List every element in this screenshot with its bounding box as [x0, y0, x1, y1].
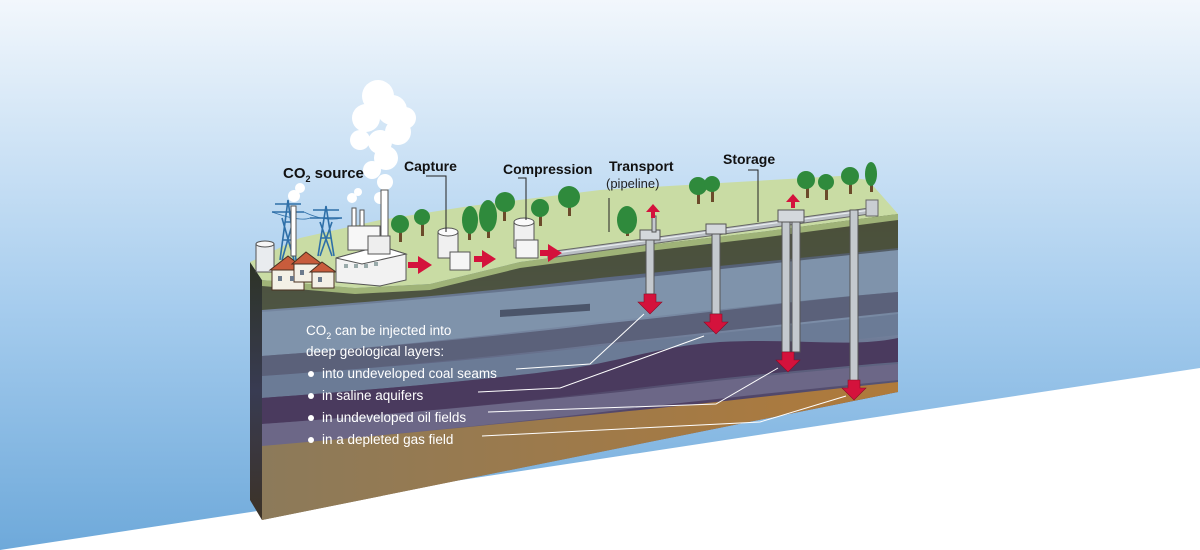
label-transport-text: Transport — [609, 158, 674, 174]
stratum-blue-upper — [262, 250, 898, 356]
tree — [531, 199, 549, 226]
list-item-text: into undeveloped coal seams — [322, 366, 497, 381]
stratum-lower-purple — [262, 364, 898, 446]
tree — [414, 209, 430, 236]
injection-arrow — [637, 293, 663, 315]
chimney — [290, 205, 297, 257]
label-co2-source-sub: 2 — [305, 174, 311, 184]
storage-tank-left — [255, 240, 275, 273]
info-leader-lines — [477, 313, 847, 437]
list-item: into undeveloped coal seams — [306, 363, 497, 385]
info-line-1-pre: CO — [306, 323, 327, 338]
tree — [479, 200, 497, 238]
flow-arrows — [408, 244, 562, 274]
houses — [268, 251, 338, 291]
tree — [462, 206, 478, 240]
stratum-coal — [262, 292, 898, 376]
label-transport-sub: (pipeline) — [606, 176, 659, 191]
tree — [704, 176, 720, 202]
list-item: in undeveloped oil fields — [306, 407, 497, 429]
ground-surface — [250, 176, 898, 288]
leader-lines — [426, 169, 759, 232]
label-co2-source-pre: CO — [283, 165, 306, 182]
list-item-text: in saline aquifers — [322, 388, 424, 403]
power-plant — [335, 225, 408, 287]
label-storage-text: Storage — [723, 151, 776, 167]
info-line-2: deep geological layers: — [306, 344, 445, 359]
info-line-1-post: can be injected into — [331, 323, 452, 338]
flow-arrow — [408, 256, 432, 274]
tree — [797, 171, 815, 198]
trees — [391, 162, 877, 242]
tree — [495, 192, 515, 221]
label-capture: Capture — [404, 158, 457, 174]
info-text-block: CO2 can be injected into deep geological… — [306, 321, 497, 451]
label-co2-source: CO2 source — [283, 165, 364, 184]
flow-arrow — [540, 244, 562, 262]
list-item: in saline aquifers — [306, 385, 497, 407]
tree — [865, 162, 877, 192]
list-item: in a depleted gas field — [306, 429, 497, 451]
underground-block — [250, 214, 898, 520]
storage-options-list: into undeveloped coal seams in saline aq… — [306, 363, 497, 451]
well-gas — [849, 209, 859, 383]
label-transport: Transport — [609, 158, 674, 174]
tree — [818, 174, 834, 200]
stratum-gas — [262, 382, 898, 520]
small-steam — [288, 183, 362, 203]
upward-arrows — [646, 194, 800, 218]
well-coal — [639, 215, 661, 295]
tree — [391, 215, 409, 242]
label-capture-text: Capture — [404, 158, 457, 174]
label-storage: Storage — [723, 151, 775, 167]
flow-arrow — [474, 250, 496, 268]
steam-cloud — [350, 80, 416, 204]
info-line-1-sub: 2 — [326, 331, 332, 341]
list-item-text: in undeveloped oil fields — [322, 410, 467, 425]
bullet-icon — [308, 371, 314, 377]
bullet-icon — [308, 437, 314, 443]
list-item-text: in a depleted gas field — [322, 432, 454, 447]
compression-unit — [513, 217, 539, 259]
info-line-1: CO2 can be injected into — [306, 321, 497, 342]
label-compression-text: Compression — [503, 161, 593, 177]
label-transport-sub-text: (pipeline) — [606, 176, 660, 191]
injection-arrows — [637, 293, 867, 401]
coal-seam-streak — [500, 303, 590, 318]
up-arrow — [646, 204, 660, 218]
injection-arrow — [841, 379, 867, 401]
tree — [558, 186, 580, 216]
capture-unit — [437, 227, 471, 271]
block-left-side — [250, 262, 262, 520]
tree — [689, 177, 707, 204]
injection-arrow — [703, 313, 729, 335]
injection-arrow — [775, 351, 801, 373]
tree — [617, 206, 637, 236]
label-compression: Compression — [503, 161, 592, 177]
bullet-icon — [308, 393, 314, 399]
up-arrow — [786, 194, 800, 208]
tree — [841, 167, 859, 194]
pylon — [310, 205, 342, 257]
stratum-aquifer — [262, 314, 898, 398]
pylon — [272, 199, 304, 261]
bullet-icon — [308, 415, 314, 421]
label-co2-source-post: source — [310, 165, 364, 182]
